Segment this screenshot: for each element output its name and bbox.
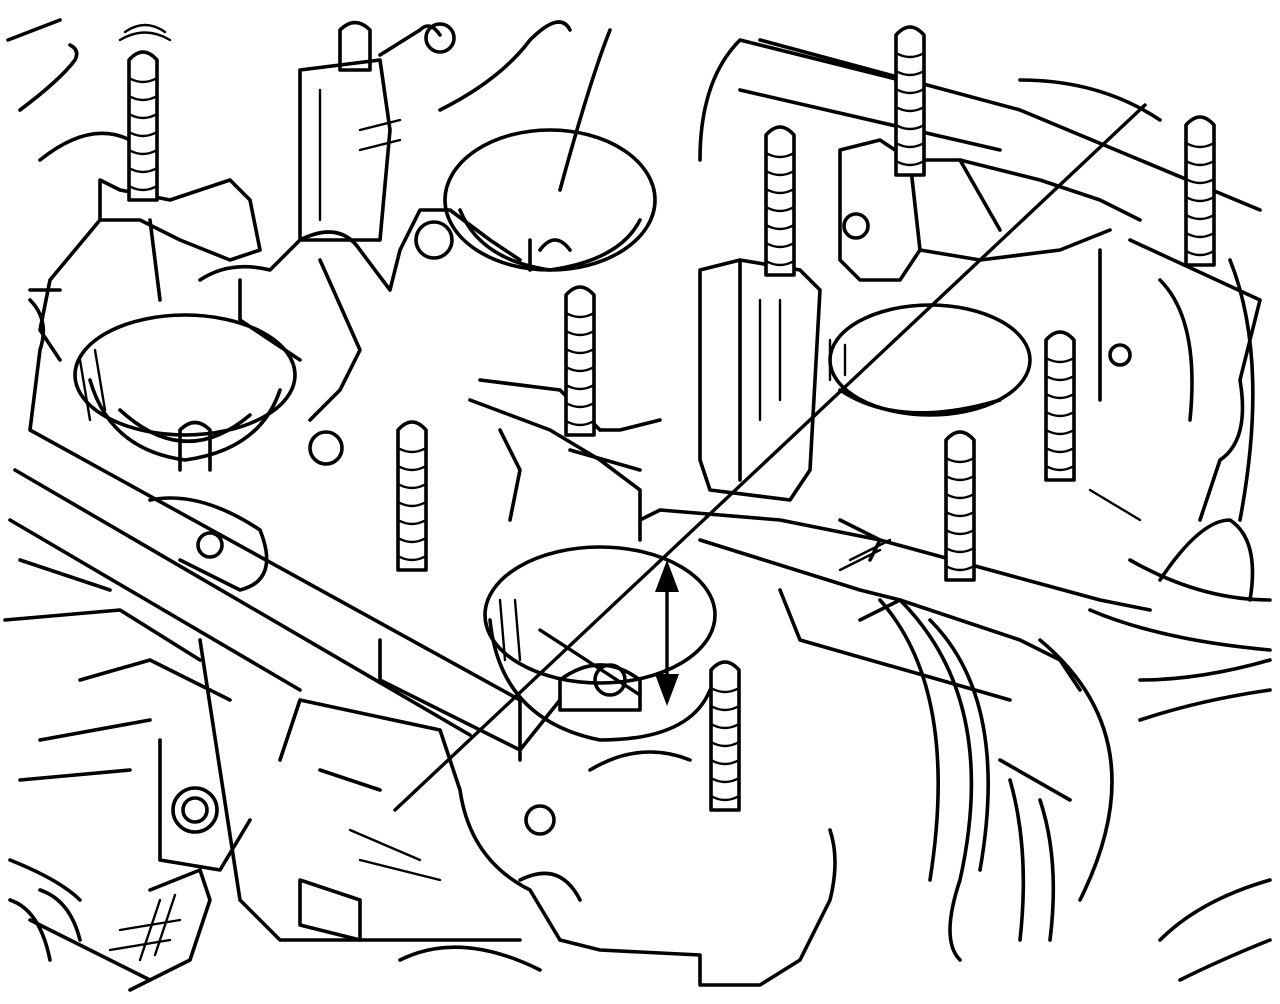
straightedge-line — [393, 103, 1147, 812]
stud — [709, 658, 741, 812]
valve-reference-line — [538, 628, 642, 697]
combustion-chamber-right — [828, 303, 1032, 417]
stud — [1044, 328, 1076, 482]
cylinder-head-casting — [3, 18, 1272, 987]
stud — [396, 418, 428, 572]
stud — [944, 428, 976, 582]
stud — [564, 283, 596, 437]
combustion-chamber-left — [73, 313, 297, 592]
stud — [764, 123, 796, 277]
combustion-chamber-center-top — [443, 128, 657, 272]
stud — [127, 48, 159, 202]
bolt-holes — [171, 22, 1132, 836]
studs — [8, 20, 1216, 992]
stud — [1184, 113, 1216, 267]
double-arrow-icon — [655, 560, 679, 706]
stud — [894, 23, 926, 177]
